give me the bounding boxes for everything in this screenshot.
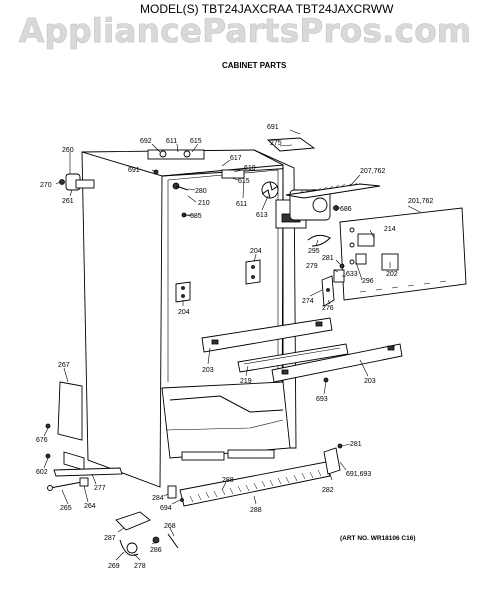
callout-270: 270 [40, 182, 52, 189]
callout-203-b: 203 [364, 378, 376, 385]
model-title: MODEL(S) TBT24JAXCRAA TBT24JAXCRWW [140, 2, 394, 16]
callout-281: 281 [322, 255, 334, 262]
callout-691: 691 [267, 124, 279, 131]
hinge-brackets [175, 259, 261, 303]
callout-613: 613 [256, 212, 268, 219]
callout-281-b: 281 [350, 441, 362, 448]
callout-260: 260 [62, 147, 74, 154]
leveling-legs-and-rollers [45, 423, 184, 556]
section-title: CABINET PARTS [222, 61, 287, 70]
callout-275: 275 [270, 140, 282, 147]
callout-686: 686 [340, 206, 352, 213]
watermark: AppliancePartsPros.com [19, 11, 471, 50]
callout-202: 202 [386, 271, 398, 278]
callout-611: 611 [166, 138, 177, 145]
part-callouts: 691 275 692 611 615 617 610 691 615 260 … [36, 124, 433, 570]
callout-261: 261 [62, 198, 74, 205]
callout-267: 267 [58, 362, 70, 369]
callout-296: 296 [362, 278, 374, 285]
callout-610: 610 [244, 165, 256, 172]
callout-279: 279 [306, 263, 318, 270]
fan-damper-assembly [261, 181, 381, 229]
callout-617: 617 [230, 155, 242, 162]
callout-203-a: 203 [202, 367, 214, 374]
callout-286: 286 [150, 547, 162, 554]
callout-691-693: 691,693 [346, 471, 371, 478]
callout-210: 210 [198, 200, 210, 207]
refrigerator-cabinet [57, 137, 316, 488]
callout-288-a: 288 [222, 477, 234, 484]
callout-287: 287 [104, 535, 116, 542]
callout-268: 268 [164, 523, 176, 530]
callout-277: 277 [94, 485, 106, 492]
callout-602: 602 [36, 469, 48, 476]
callout-219: 219 [240, 378, 252, 385]
leader-lines [43, 129, 421, 561]
callout-269: 269 [108, 563, 120, 570]
callout-691-b: 691 [128, 167, 140, 174]
callout-288-b: 288 [250, 507, 262, 514]
callout-274: 274 [302, 298, 314, 305]
callout-615-b: 615 [238, 178, 250, 185]
callout-276: 276 [322, 305, 334, 312]
callout-214: 214 [384, 226, 396, 233]
callout-280: 280 [195, 188, 207, 195]
callout-693: 693 [316, 396, 328, 403]
callout-284: 284 [152, 495, 164, 502]
callout-295: 295 [308, 248, 320, 255]
callout-204-a: 204 [250, 248, 262, 255]
callout-264: 264 [84, 503, 96, 510]
top-bracket-assembly [59, 149, 245, 218]
callout-694: 694 [160, 505, 172, 512]
callout-201-762: 201,762 [408, 198, 433, 205]
callout-615: 615 [190, 138, 202, 145]
callout-207-762: 207,762 [360, 168, 385, 175]
callout-633: 633 [346, 271, 358, 278]
callout-692: 692 [140, 138, 152, 145]
cross-rails [201, 317, 403, 383]
callout-282: 282 [322, 487, 334, 494]
callout-265: 265 [60, 505, 72, 512]
callout-204-b: 204 [178, 309, 190, 316]
callout-685: 685 [190, 213, 202, 220]
art-number: (ART NO. WR18106 C16) [340, 535, 416, 542]
callout-611-b: 611 [236, 201, 247, 208]
callout-278: 278 [134, 563, 146, 570]
callout-676: 676 [36, 437, 48, 444]
